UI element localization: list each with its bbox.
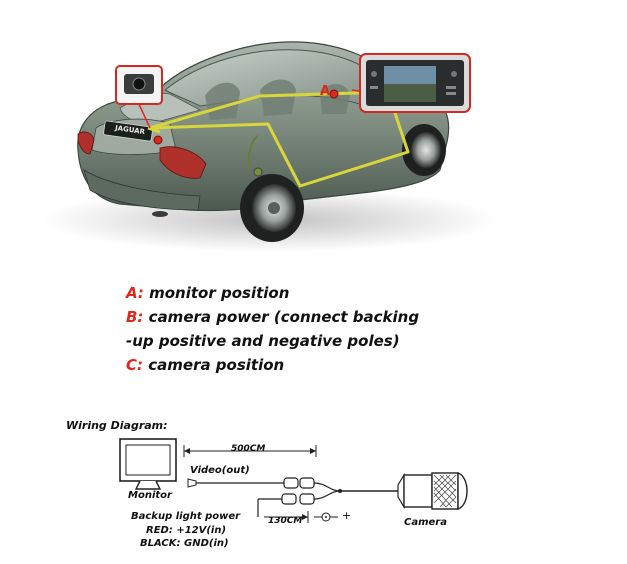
legend-text: monitor position: [149, 284, 290, 302]
legend-letter: C:: [126, 356, 144, 374]
monitor-knob-icon: [451, 71, 457, 77]
wiring-diagram: [119, 438, 468, 523]
cable-length-label: 500CM: [231, 444, 266, 454]
red-wire-label: RED: +12V(in): [146, 525, 227, 536]
rear-wheel: [240, 174, 304, 242]
power-connector: [281, 493, 297, 505]
front-wheel: [402, 124, 446, 176]
tail-light-right: [159, 146, 207, 179]
polarity-icon: [314, 512, 338, 522]
legend-item-c: C: camera position: [126, 356, 284, 374]
monitor-marker: [329, 89, 339, 99]
exhaust: [152, 211, 168, 217]
polarity-plus: +: [342, 509, 352, 522]
legend-text: -up positive and negative poles): [126, 332, 400, 350]
legend-item-a: A: monitor position: [126, 284, 289, 302]
video-label: Video(out): [190, 465, 250, 476]
car-illustration: [40, 41, 500, 252]
black-wire-label: BLACK: GND(in): [140, 538, 229, 549]
legend-item-b-continued: -up positive and negative poles): [126, 332, 400, 350]
monitor-label: Monitor: [128, 490, 172, 501]
monitor-icon: [119, 438, 177, 490]
power-connector: [253, 167, 263, 177]
camera-lens-icon: [132, 77, 146, 91]
legend-text: camera power (connect backing: [148, 308, 420, 326]
wiring-title: Wiring Diagram:: [66, 419, 168, 432]
legend-letter: B:: [126, 308, 144, 326]
short-length-label: 130CM: [268, 516, 303, 526]
rca-connector: [283, 477, 299, 489]
callout-a-label: A: [320, 84, 331, 99]
video-cable: [187, 477, 341, 492]
power-connector: [299, 493, 315, 505]
power-label: Backup light power: [131, 511, 241, 522]
monitor-inset: [351, 53, 471, 113]
monitor-knob-icon: [371, 71, 377, 77]
power-wire: [247, 135, 259, 171]
rca-connector: [299, 477, 315, 489]
rear-badge: [103, 120, 154, 142]
legend-letter: A:: [126, 284, 144, 302]
legend-text: camera position: [148, 356, 285, 374]
power-cable: [257, 490, 341, 517]
camera-icon: [397, 472, 468, 510]
camera-marker: [153, 135, 163, 145]
legend-item-b: B: camera power (connect backing: [126, 308, 419, 326]
camera-label: Camera: [404, 517, 447, 528]
camera-inset: [115, 65, 163, 129]
tail-light-left: [77, 131, 95, 155]
wiring-route: [148, 90, 410, 188]
dimension-130cm: [264, 511, 309, 523]
dimension-500cm: [183, 445, 317, 457]
